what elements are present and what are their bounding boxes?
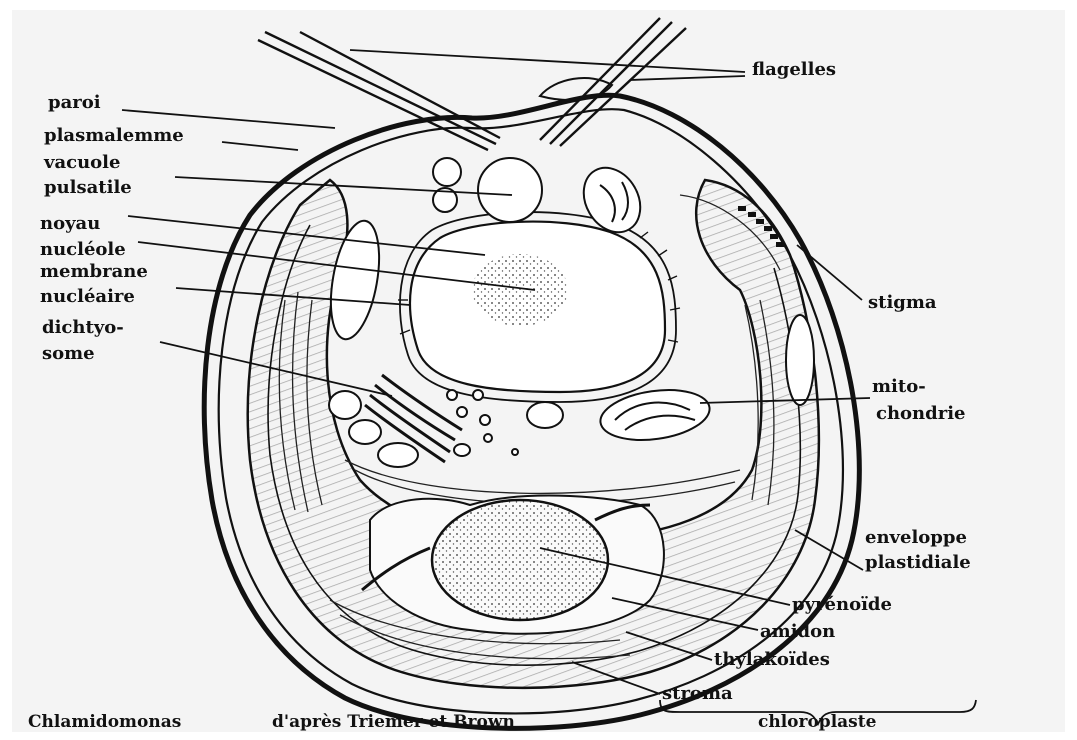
label-pulsatile: pulsatile: [44, 178, 132, 198]
label-nucleole: nucléole: [40, 240, 126, 260]
label-thylakoides: thylakoïdes: [714, 650, 830, 670]
label-mito: mito-: [872, 377, 926, 397]
label-nucleaire: nucléaire: [40, 287, 135, 307]
label-paroi: paroi: [48, 93, 101, 113]
label-chondrie: chondrie: [876, 404, 966, 424]
label-stigma: stigma: [868, 293, 937, 313]
label-membrane: membrane: [40, 262, 148, 282]
caption-chloroplaste: chloroplaste: [758, 712, 876, 732]
label-amidon: amidon: [760, 622, 835, 642]
label-pyrenoide: pyrénoïde: [792, 595, 892, 615]
label-dichtyosome-1: dichtyo-: [42, 318, 124, 338]
label-flagelles: flagelles: [752, 60, 836, 80]
pyrenoide: [432, 500, 608, 620]
nucleole: [472, 254, 568, 326]
label-plastidiale: plastidiale: [865, 553, 971, 573]
label-plasmalemme: plasmalemme: [44, 126, 184, 146]
label-vacuole: vacuole: [44, 153, 120, 173]
label-dichtyosome-2: some: [42, 344, 95, 364]
caption-source: d'après Triemer et Brown: [272, 712, 515, 732]
vacuole-pulsatile: [478, 158, 542, 222]
label-enveloppe: enveloppe: [865, 528, 967, 548]
label-stroma: stroma: [662, 684, 733, 704]
flagelles: [258, 18, 686, 150]
label-noyau: noyau: [40, 214, 100, 234]
caption-species: Chlamidomonas: [28, 712, 181, 732]
